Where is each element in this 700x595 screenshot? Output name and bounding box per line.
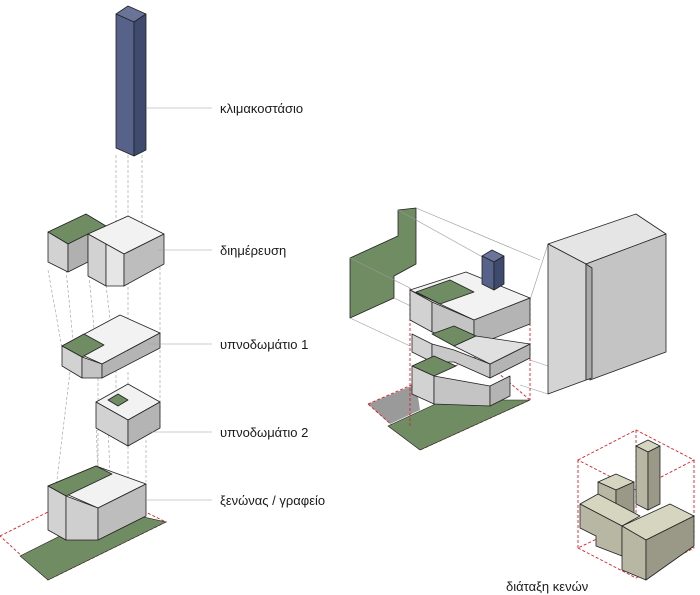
label-bedroom1: υπνοδωμάτιο 1	[220, 337, 309, 352]
guest-level-block	[0, 465, 168, 581]
assembled-house	[367, 249, 531, 451]
void-arrangement	[576, 429, 696, 581]
leader-lines-left	[144, 107, 212, 501]
stair-column-block	[115, 5, 147, 157]
label-guest: ξενώνας / γραφείο	[220, 493, 326, 508]
grey-wall-panel	[547, 213, 667, 395]
label-day: διημέρευση	[220, 243, 287, 258]
bedroom2-level-block	[95, 383, 161, 447]
label-voids: διάταξη κενών	[506, 579, 589, 594]
vertical-guides-left	[47, 150, 161, 508]
label-stair: κλιμακοστάσιο	[220, 101, 304, 116]
bedroom1-level-block	[61, 314, 161, 379]
label-bedroom2: υπνοδωμάτιο 2	[220, 425, 309, 440]
day-level-block	[47, 213, 165, 287]
